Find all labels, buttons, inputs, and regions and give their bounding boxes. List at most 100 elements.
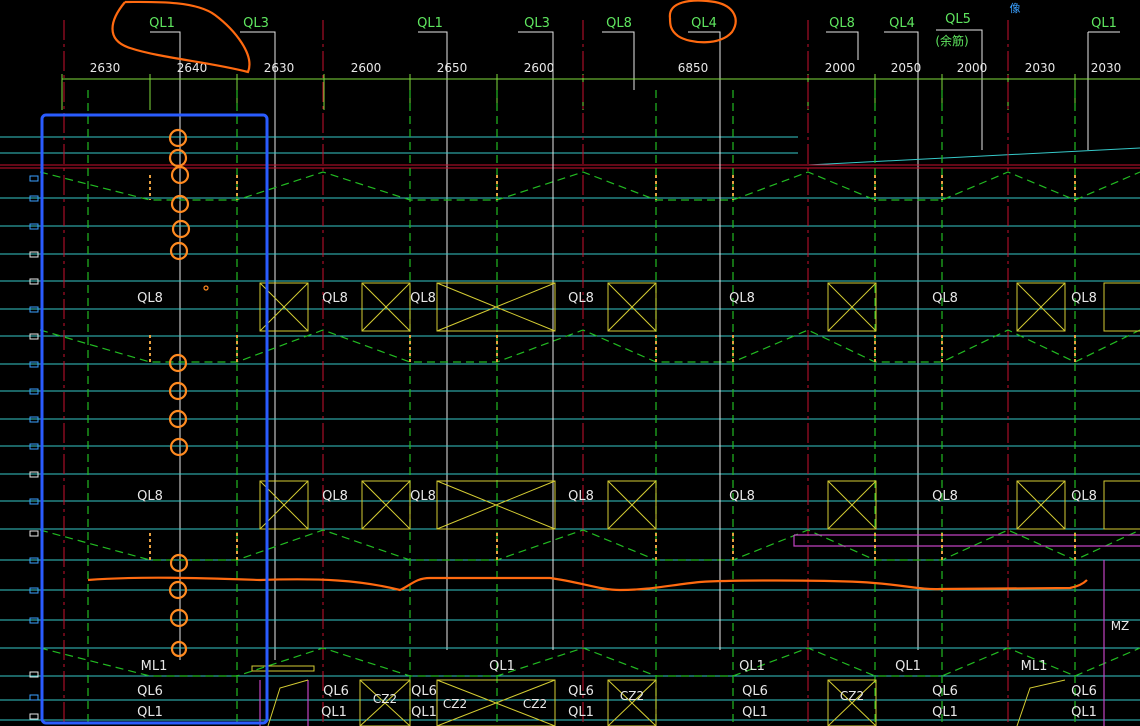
marked-points xyxy=(168,128,209,658)
marked-circle xyxy=(170,165,190,185)
marked-circle xyxy=(169,437,189,457)
left-edge-markers xyxy=(29,175,39,720)
marked-circle xyxy=(169,553,189,573)
ml1-label: ML1 xyxy=(141,659,168,674)
beam-label: QL8 xyxy=(137,489,163,504)
marked-circle xyxy=(168,128,188,148)
wall-tag: QL1 xyxy=(417,16,443,31)
dimension-value: 2030 xyxy=(1025,61,1056,75)
cz2-label: CZ2 xyxy=(443,697,467,711)
ql1-label: QL1 xyxy=(489,659,515,674)
markup-scribble xyxy=(111,0,251,74)
dimension-value: 2000 xyxy=(825,61,856,75)
white-wall-lines xyxy=(552,90,721,650)
cz2-label: CZ2 xyxy=(620,689,644,703)
green-dashed-lines xyxy=(39,90,1140,726)
beam-row-1-boxes xyxy=(259,282,1140,332)
beam-row-2-labels: QL8 QL8 QL8 QL8 QL8 QL8 QL8 xyxy=(137,489,1097,504)
mz-label: MZ xyxy=(1111,619,1130,633)
dimension-value: 2030 xyxy=(1091,61,1122,75)
ql1-label: QL1 xyxy=(321,705,347,720)
wall-tag: QL4 xyxy=(691,16,717,31)
cyan-grid-lines xyxy=(0,136,1140,721)
ql1-label: QL1 xyxy=(1071,705,1097,720)
beam-label: QL8 xyxy=(137,291,163,306)
wall-tag-note: (余筋) xyxy=(935,33,968,48)
marked-circle xyxy=(169,608,189,628)
beam-label: QL8 xyxy=(568,291,594,306)
beam-label: QL8 xyxy=(932,489,958,504)
bottom-labels: ML1 ML1 QL1 QL1 QL1 QL6 QL6 QL6 QL6 QL6 … xyxy=(137,659,1097,720)
beam-label: QL8 xyxy=(729,489,755,504)
ql1-label: QL1 xyxy=(137,705,163,720)
beam-label: QL8 xyxy=(1071,291,1097,306)
rebar-stubs xyxy=(149,175,1076,560)
bottom-yellow-structures xyxy=(251,665,1066,726)
dimension-value: 2050 xyxy=(891,61,922,75)
beam-label: QL8 xyxy=(322,489,348,504)
marked-circle xyxy=(168,381,188,401)
marked-circle xyxy=(168,409,188,429)
marked-circle xyxy=(168,148,188,168)
wall-tag: QL5 xyxy=(945,12,971,27)
beam-row-2-boxes xyxy=(259,480,1140,530)
magenta-outline xyxy=(259,534,1140,726)
markup-ellipse xyxy=(668,0,737,44)
dimension-value: 6850 xyxy=(678,61,709,75)
wall-tag: QL8 xyxy=(606,16,632,31)
beam-label: QL8 xyxy=(932,291,958,306)
wall-tag: QL1 xyxy=(149,16,175,31)
ql1-label: QL1 xyxy=(895,659,921,674)
beam-label: QL8 xyxy=(410,291,436,306)
beam-label: QL8 xyxy=(1071,489,1097,504)
wall-tag: QL1 xyxy=(1091,16,1117,31)
small-marked-circle xyxy=(203,285,209,291)
wall-tag: QL3 xyxy=(524,16,550,31)
dimension-value: 2630 xyxy=(90,61,121,75)
ql1-label: QL1 xyxy=(411,705,437,720)
cz2-label: CZ2 xyxy=(373,692,397,706)
tag-leaders xyxy=(150,29,1120,660)
wall-tag: QL4 xyxy=(889,16,915,31)
ql1-label: QL1 xyxy=(932,705,958,720)
markup-wavy-line xyxy=(87,576,1088,592)
marked-circle xyxy=(168,353,188,373)
ql6-label: QL6 xyxy=(1071,684,1097,699)
beam-row-1-labels: QL8 QL8 QL8 QL8 QL8 QL8 QL8 xyxy=(137,291,1097,306)
dimension-value: 2650 xyxy=(437,61,468,75)
beam-label: QL8 xyxy=(568,489,594,504)
marked-circle xyxy=(171,219,191,239)
beam-label: QL8 xyxy=(729,291,755,306)
marked-circle xyxy=(170,194,190,214)
marked-circle xyxy=(170,640,188,658)
markup-annotations xyxy=(87,0,1088,592)
ml1-label: ML1 xyxy=(1021,659,1048,674)
corner-glyph: 像 xyxy=(1010,2,1021,15)
beam-label: QL8 xyxy=(322,291,348,306)
dimension-value: 2000 xyxy=(957,61,988,75)
dimension-value: 2600 xyxy=(524,61,555,75)
ql6-label: QL6 xyxy=(742,684,768,699)
ql6-label: QL6 xyxy=(568,684,594,699)
dimension-value: 2600 xyxy=(351,61,382,75)
wall-tag: QL8 xyxy=(829,16,855,31)
dimension-line: 2630 2640 2630 2600 2650 2600 6850 2000 … xyxy=(61,61,1140,110)
cz2-label: CZ2 xyxy=(840,689,864,703)
ql1-label: QL1 xyxy=(568,705,594,720)
ql6-label: QL6 xyxy=(323,684,349,699)
ql6-label: QL6 xyxy=(411,684,437,699)
cz2-label: CZ2 xyxy=(523,697,547,711)
ql1-label: QL1 xyxy=(742,705,768,720)
dimension-value: 2630 xyxy=(264,61,295,75)
ql6-label: QL6 xyxy=(137,684,163,699)
marked-circle xyxy=(169,241,189,261)
dimension-value: 2640 xyxy=(177,61,208,75)
ql6-label: QL6 xyxy=(932,684,958,699)
wall-tag: QL3 xyxy=(243,16,269,31)
red-axis-lines xyxy=(0,20,1140,726)
marked-circle xyxy=(168,580,188,600)
beam-label: QL8 xyxy=(410,489,436,504)
selection-box[interactable] xyxy=(40,113,269,725)
